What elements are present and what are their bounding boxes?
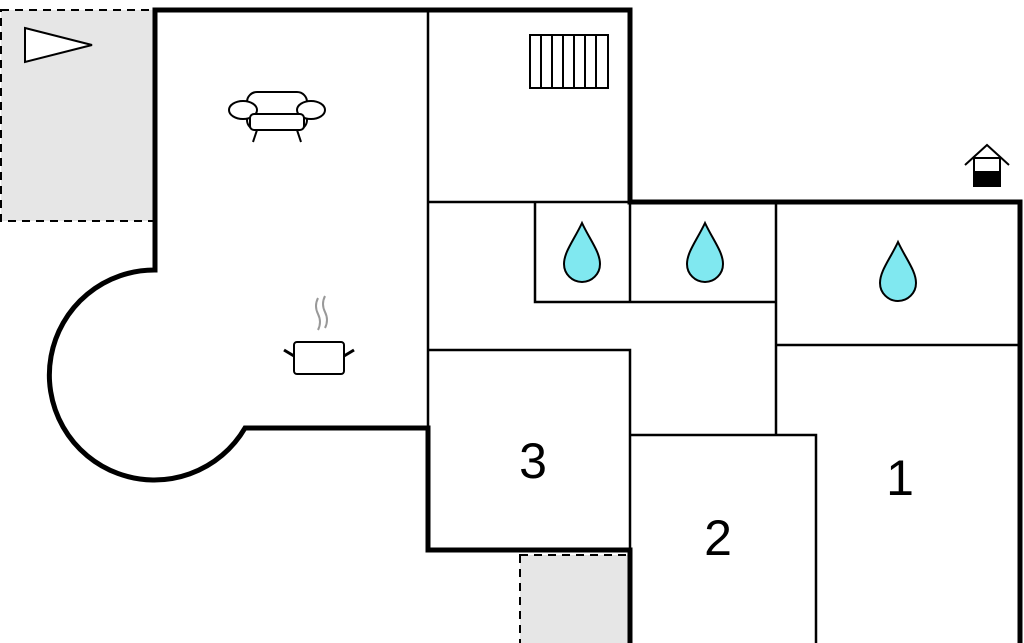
terrace-bottom [519, 554, 631, 643]
cooking-pot-icon [283, 295, 355, 375]
water-drop-icon [685, 220, 725, 283]
room-1-label: 1 [886, 450, 914, 506]
house-entrance-icon [964, 143, 1010, 187]
water-drop-icon [562, 220, 602, 283]
interior-walls [426, 10, 1020, 643]
room-3-label: 3 [519, 433, 547, 489]
house-footprint [49, 10, 1020, 643]
exterior-walls [46, 7, 1023, 643]
water-drop-icon [878, 239, 918, 302]
terrace-direction-icon [24, 26, 93, 64]
room-2-label: 2 [704, 510, 732, 566]
radiator-icon [529, 34, 609, 89]
sofa-icon [228, 91, 326, 143]
